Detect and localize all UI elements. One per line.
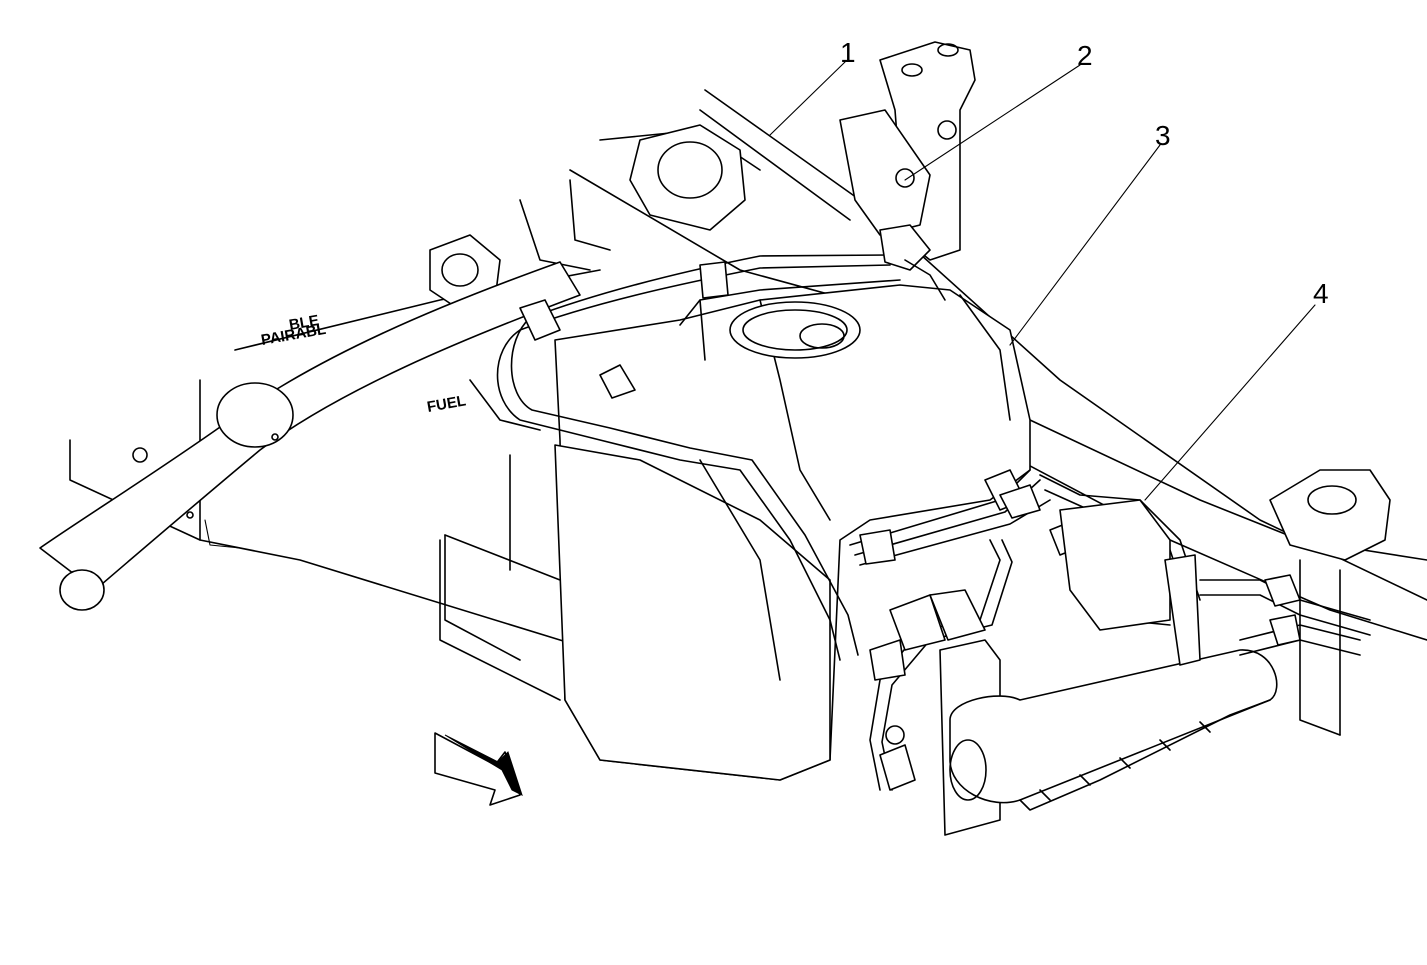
callout-leader-4: [1144, 304, 1316, 501]
vent-hose: [496, 254, 891, 661]
callout-number-4: 4: [1313, 278, 1329, 309]
callout-number-1: 1: [840, 37, 856, 68]
stencil-line-1: BLE: [288, 312, 320, 334]
forward-arrow-icon: [434, 732, 523, 806]
stencil-line-3: FUEL: [426, 392, 468, 416]
exhaust-pipe: [39, 261, 581, 611]
callout-number-3: 3: [1155, 120, 1171, 151]
callouts: 1 2 3 4: [769, 37, 1329, 501]
callout-leader-2: [904, 64, 1081, 181]
callout-number-2: 2: [1077, 40, 1093, 71]
fuel-tank: [444, 279, 1031, 781]
fuel-tank-pressure-sensor: [839, 41, 976, 301]
evap-canister: [869, 499, 1278, 836]
callout-leader-1: [769, 61, 846, 136]
callout-leader-3: [1009, 144, 1161, 346]
rear-line-fittings: [1199, 574, 1371, 656]
